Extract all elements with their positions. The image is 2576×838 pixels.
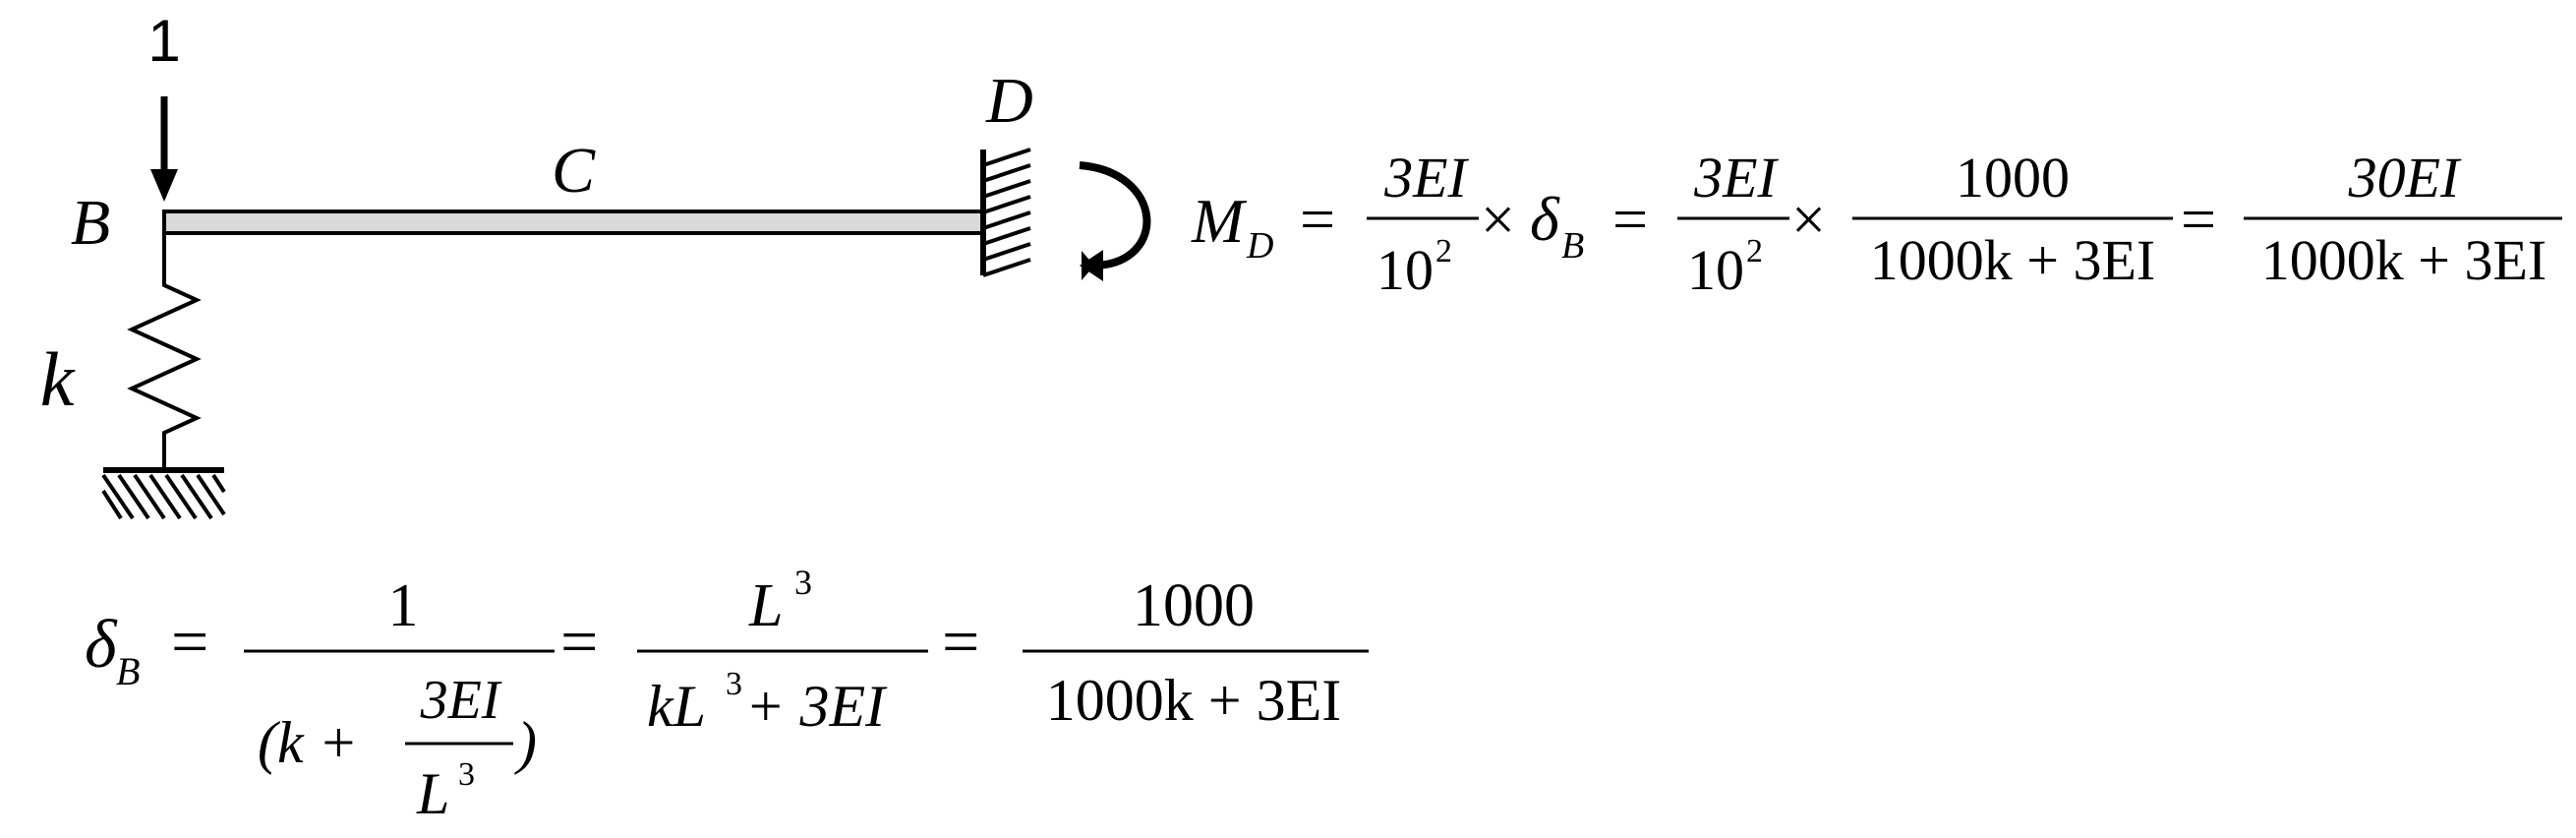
moment-symbol: M [1191,186,1248,256]
deflection-inner-numerator: 3EI [420,670,502,731]
fraction-4-numerator: 30EI [2348,146,2462,210]
spring-ground-support [101,467,226,520]
fraction-2-denominator-base: 10 [1687,238,1744,302]
deflection-fraction-2-numerator-exponent: 3 [794,563,812,602]
deflection-fraction-1-numerator: 1 [388,572,419,639]
fraction-3-numerator: 1000 [1956,146,2070,210]
deflection-fraction-2-denominator-b: + 3EI [745,674,888,739]
deflection-fraction-3-denominator: 1000k + 3EI [1046,668,1341,733]
times-2: × [1791,187,1826,254]
deflection-inner-denominator-base: L [416,761,449,826]
beam [162,210,985,235]
deflection-equals-2: = [560,604,598,679]
load-value-label: 1 [147,8,180,74]
equals-3: = [2181,184,2216,254]
fraction-3-denominator: 1000k + 3EI [1870,228,2155,292]
node-label-b: B [71,187,110,259]
deflection-delta-symbol: δ [85,607,118,683]
deflection-equals-3: = [942,604,979,679]
node-label-d: D [985,65,1033,137]
fraction-2-denominator-exponent: 2 [1746,233,1763,269]
times-1: × [1481,187,1515,254]
deflection-delta-subscript: B [116,649,140,693]
spring-label-k: k [40,336,76,422]
deflection-fraction-1-denominator-close: ) [514,710,537,775]
deflection-fraction-2-denominator-exponent: 3 [726,666,742,702]
equals-2: = [1612,184,1648,254]
node-label-c: C [552,135,596,207]
moment-subscript: D [1246,225,1273,267]
deflection-equals-1: = [171,604,208,679]
fixed-support-d [980,148,1031,277]
equals-1: = [1300,184,1335,254]
fraction-1-denominator-base: 10 [1376,238,1434,302]
fraction-1-numerator: 3EI [1383,146,1469,210]
deflection-fraction-3-numerator: 1000 [1133,572,1255,639]
moment-arrow-icon [1079,161,1151,269]
deflection-fraction-2-denominator-a: kL [647,674,706,739]
deflection-fraction-2-numerator-base: L [748,572,783,639]
delta-subscript: B [1561,225,1584,267]
moment-equation: M D = 3EI 10 2 × δ B = 3EI 10 2 × 1000 1… [1191,146,2562,302]
spring-k [127,233,202,470]
load-arrow-head [150,169,178,202]
fraction-2-numerator: 3EI [1693,146,1779,210]
deflection-inner-denominator-exponent: 3 [458,756,475,793]
fraction-1-denominator-exponent: 2 [1435,233,1452,269]
deflection-equation: δ B = 1 (k + 3EI L 3 ) = L 3 kL 3 + 3EI … [85,563,1369,826]
deflection-fraction-1-denominator-open: (k + [258,710,358,775]
beam-diagram: 1 B C D k [40,8,1151,520]
delta-symbol: δ [1530,184,1560,254]
fraction-4-denominator: 1000k + 3EI [2261,228,2547,292]
